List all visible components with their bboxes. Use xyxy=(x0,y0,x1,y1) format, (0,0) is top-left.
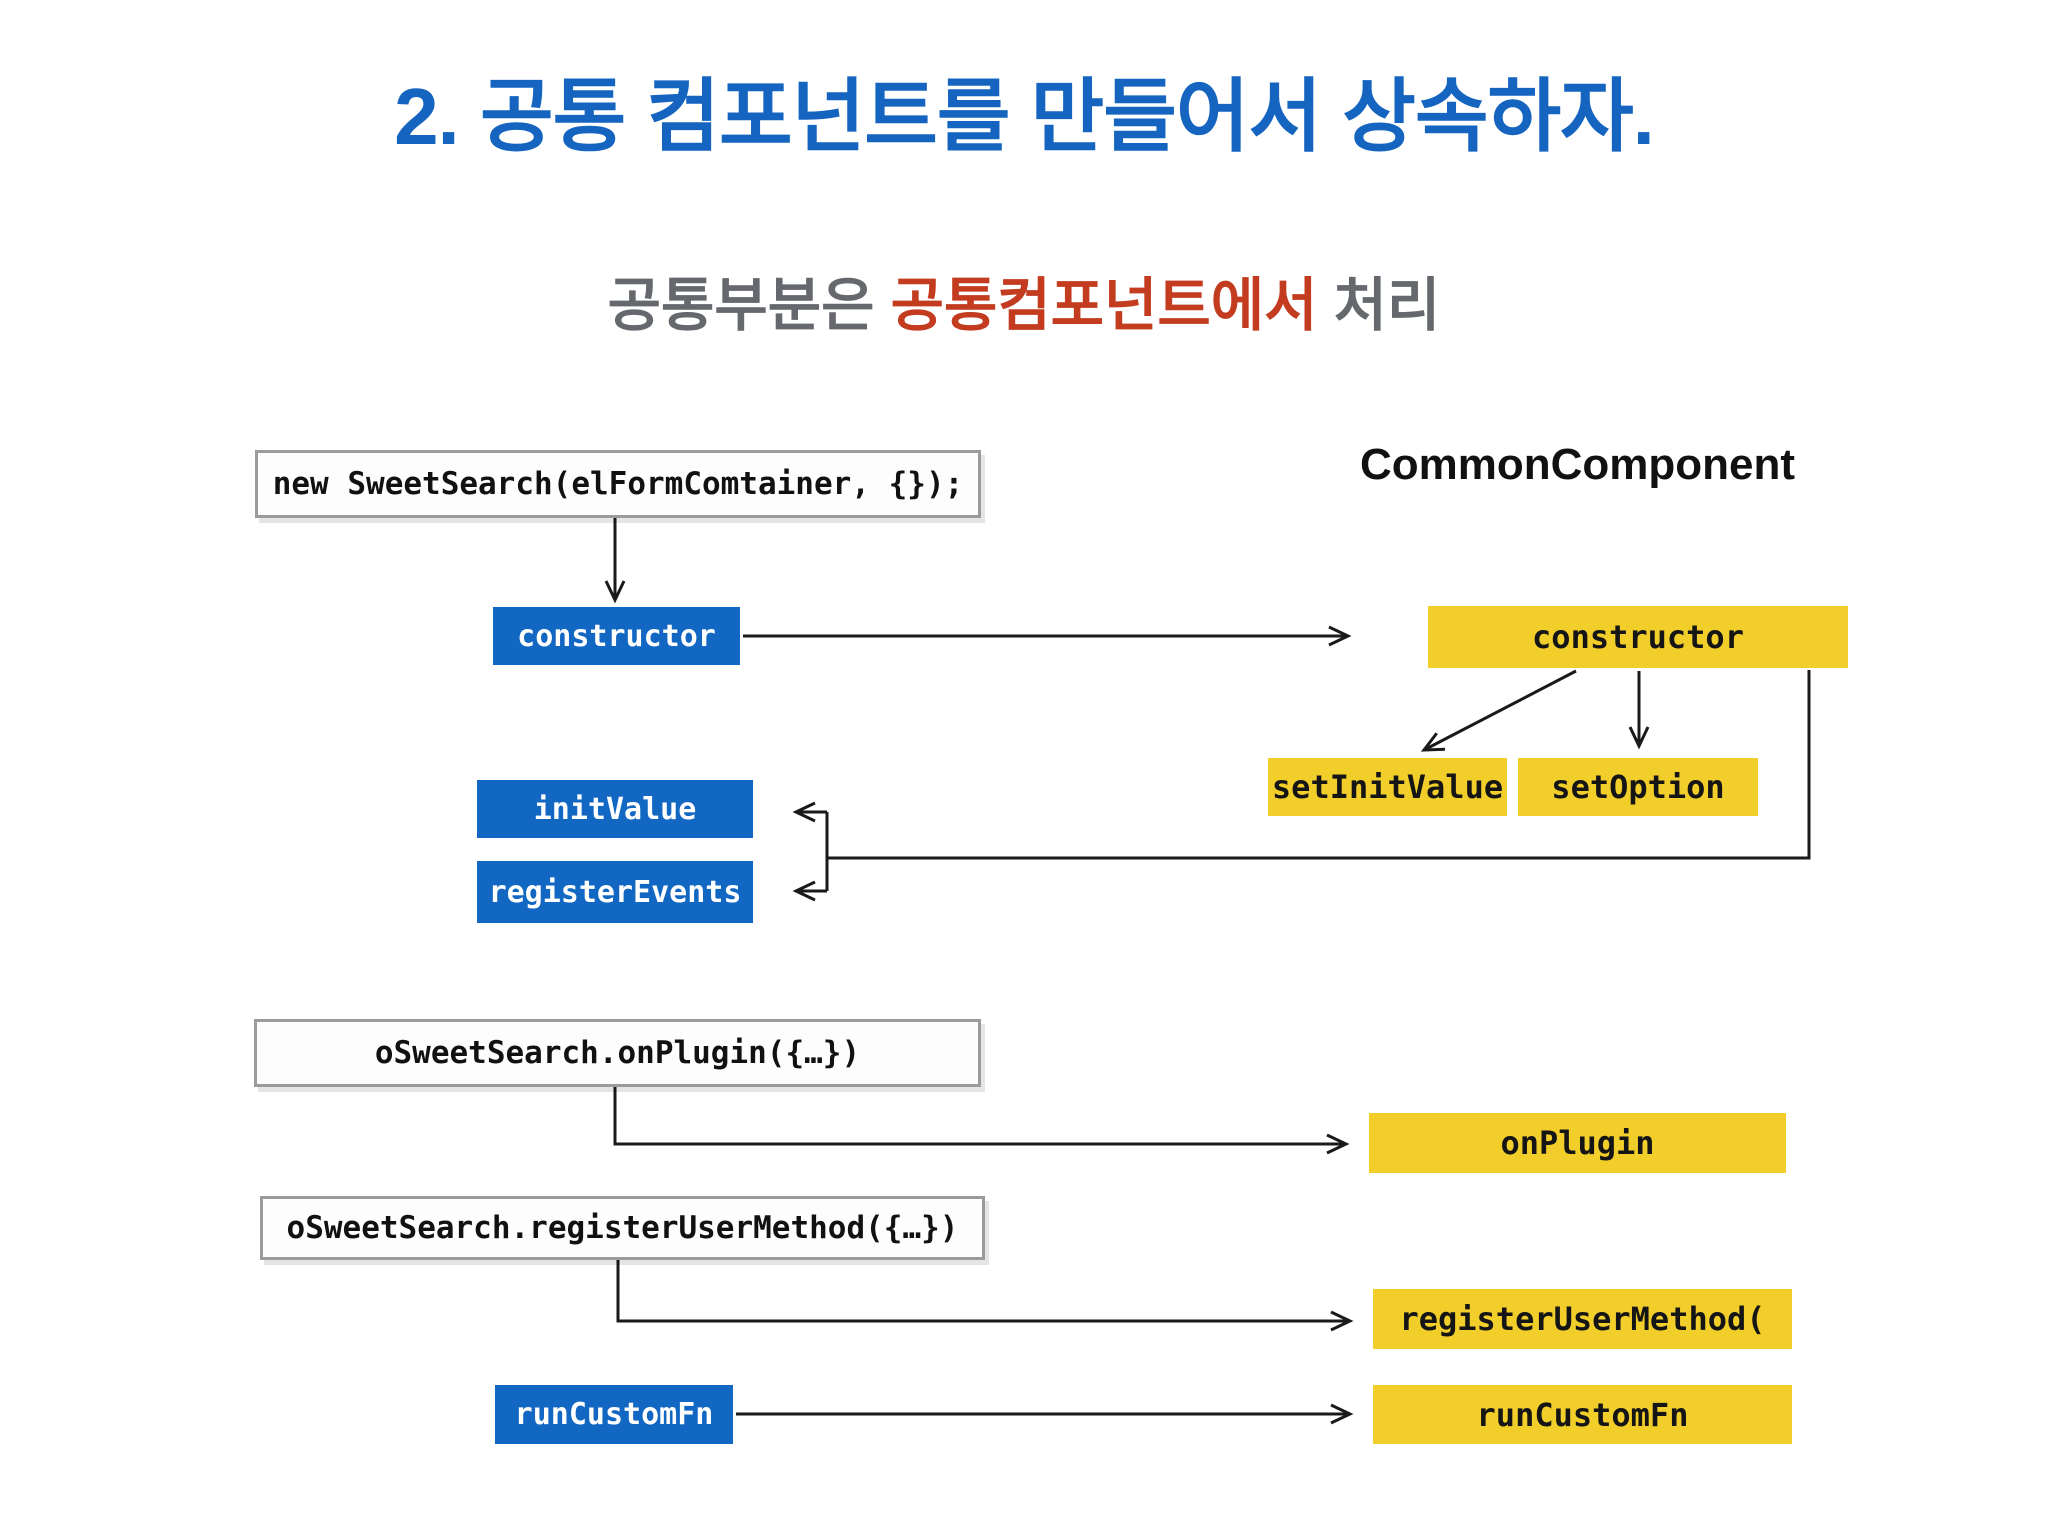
subtitle-highlight: 공통컴포넌트에서 xyxy=(890,273,1318,338)
wire-registerusermethod-call xyxy=(616,1257,1354,1332)
node-sweetsearch-registerevents: registerEvents xyxy=(477,861,753,923)
wire-onplugin-call xyxy=(613,1084,1350,1155)
caller-box-new-sweetsearch: new SweetSearch(elFormComtainer, {}); xyxy=(255,450,981,518)
common-component-label: CommonComponent xyxy=(1360,440,1796,489)
node-sweetsearch-initvalue: initValue xyxy=(477,780,753,838)
subtitle-suffix: 처리 xyxy=(1317,273,1441,338)
caller-box-registerusermethod: oSweetSearch.registerUserMethod({…}) xyxy=(260,1196,985,1260)
node-sweetsearch-constructor: constructor xyxy=(493,607,740,665)
subtitle-prefix: 공통부분은 xyxy=(607,273,891,338)
node-common-setoption: setOption xyxy=(1518,758,1758,816)
caller-box-onplugin: oSweetSearch.onPlugin({…}) xyxy=(254,1019,981,1087)
slide-title: 2. 공통 컴포넌트를 만들어서 상속하자. xyxy=(394,72,1655,161)
node-common-onplugin: onPlugin xyxy=(1369,1113,1786,1173)
node-common-registerusermethod: registerUserMethod( xyxy=(1373,1289,1792,1349)
node-sweetsearch-runcustomfn: runCustomFn xyxy=(495,1385,733,1444)
node-common-constructor: constructor xyxy=(1428,606,1848,668)
node-common-setinitvalue: setInitValue xyxy=(1268,758,1507,816)
slide-subtitle: 공통부분은 공통컴포넌트에서 처리 xyxy=(0,258,2048,342)
wire-common-constructor-to-setinitvalue xyxy=(1420,669,1577,752)
node-common-runcustomfn: runCustomFn xyxy=(1373,1385,1792,1444)
